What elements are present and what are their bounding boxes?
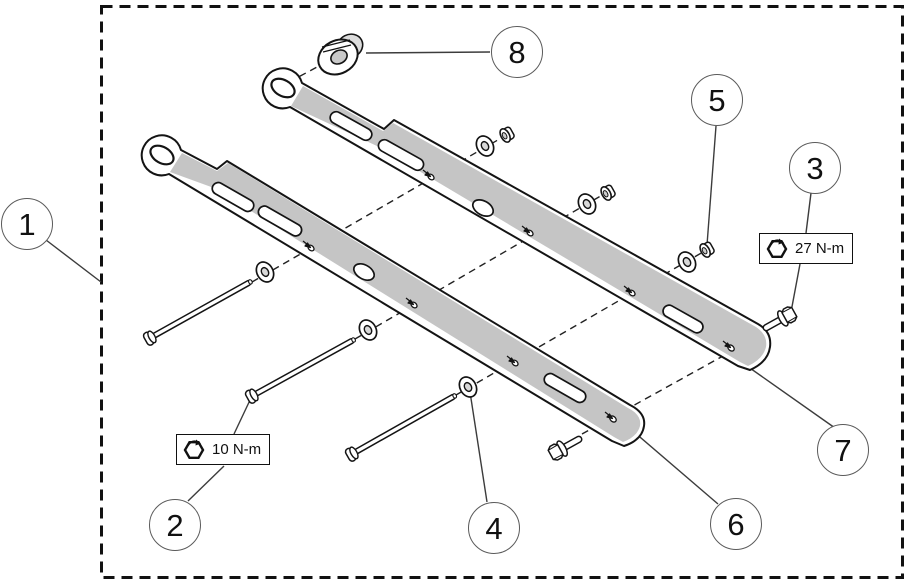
long-bolt (344, 393, 458, 462)
leader-line (805, 192, 812, 234)
grommet-slot-line (322, 44, 352, 53)
callout-7: 7 (817, 424, 869, 476)
lower-bracket-slot (257, 205, 303, 237)
leader-line (633, 431, 719, 505)
callout-leader-lines (45, 51, 836, 505)
callout-8-label: 8 (508, 34, 526, 70)
flat-washer (358, 319, 378, 341)
torque-label-27: 27 N-m (759, 233, 854, 264)
flat-washer (677, 251, 697, 273)
hex-bolt (762, 306, 798, 332)
callout-5: 5 (691, 74, 743, 126)
grommet (317, 33, 364, 76)
callout-7-label: 7 (834, 432, 852, 468)
flat-washer (458, 376, 478, 398)
callout-3-label: 3 (806, 150, 824, 186)
flange-nuts (499, 126, 715, 258)
torque-value: 10 N-m (212, 441, 262, 458)
upper-bracket (261, 67, 772, 371)
leader-line (365, 51, 491, 54)
upper-bracket-eyelet-hole (270, 77, 296, 99)
long-bolt (244, 337, 356, 404)
lower-bracket (140, 134, 646, 447)
callout-4-label: 4 (485, 510, 503, 546)
leader-line (746, 365, 836, 429)
leader-line (233, 397, 252, 435)
callout-1-label: 1 (18, 206, 36, 242)
callout-2: 2 (149, 499, 201, 551)
callout-6: 6 (710, 498, 762, 550)
callout-6-label: 6 (727, 506, 745, 542)
grommet-hole (330, 49, 348, 65)
callout-4: 4 (468, 502, 520, 554)
leader-line (45, 239, 102, 283)
hole-entry-arrows (302, 240, 614, 420)
flange-nut (499, 126, 515, 143)
lower-bracket-eyelet-hole (149, 144, 175, 166)
upper-bracket-oval-hole (471, 199, 495, 217)
torque-value: 27 N-m (795, 240, 845, 257)
upper-bracket-slot (662, 304, 704, 334)
torque-label-10: 10 N-m (176, 434, 271, 465)
hex-torque-icon (766, 238, 788, 258)
hole-entry-arrows (422, 169, 732, 349)
hex-torque-icon (183, 439, 205, 459)
hex-bolt (547, 435, 583, 461)
callout-3: 3 (789, 142, 841, 194)
flange-nut (600, 184, 616, 201)
lower-bracket-slot (543, 372, 587, 404)
flat-washer (255, 261, 275, 283)
flat-washers (255, 135, 697, 398)
grommet-slot-line (321, 39, 351, 48)
callout-2-label: 2 (166, 507, 184, 543)
callout-8: 8 (491, 26, 543, 78)
callout-5-label: 5 (708, 82, 726, 118)
upper-bracket-slot (329, 110, 373, 142)
upper-bracket-slot (377, 138, 425, 172)
long-bolt (142, 279, 253, 346)
leader-line (187, 465, 225, 502)
flange-nut (699, 241, 715, 258)
callout-1: 1 (1, 198, 53, 250)
lower-bracket-oval-hole (352, 262, 376, 282)
lower-bracket-slot (211, 181, 255, 213)
leader-line (790, 263, 801, 313)
flat-washer (577, 193, 597, 215)
dashed-frame-border (100, 5, 904, 579)
leader-line (706, 125, 717, 246)
flat-washer (475, 135, 495, 157)
leader-line (469, 391, 488, 503)
